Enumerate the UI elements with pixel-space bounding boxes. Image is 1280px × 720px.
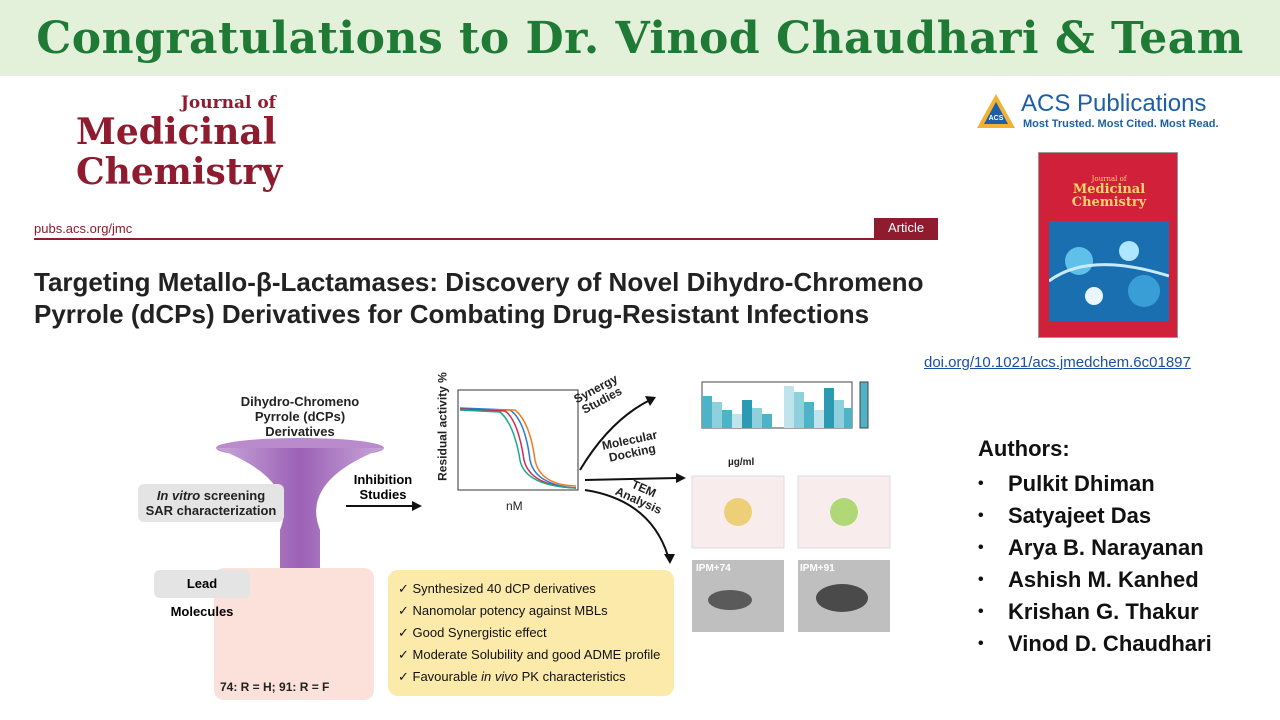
tem-label-91: IPM+91 [800,563,835,574]
authors-heading: Authors: [978,436,1070,461]
highlight-item: ✓ Favourable in vivo PK characteristics [398,669,626,684]
author-item: •Krishan G. Thakur [978,599,1199,624]
funnel-label: Dihydro-Chromeno Pyrrole (dCPs) Derivati… [240,394,360,439]
lead-caption: 74: R = H; 91: R = F [220,680,330,694]
article-tag: Article [874,218,938,238]
journal-url[interactable]: pubs.acs.org/jmc [34,221,133,236]
highlight-item: ✓ Nanomolar potency against MBLs [398,603,608,618]
journal-logo-line1: Medicinal [76,111,277,153]
dose-response-frame [457,389,579,491]
curve-2 [460,409,577,487]
author-item: •Vinod D. Chaudhari [978,631,1212,656]
banner-title: Congratulations to Dr. Vinod Chaudhari &… [36,12,1244,64]
journal-logo-line2: Chemistry [76,151,283,193]
curve-xlabel: nM [506,499,523,513]
acs-logo-icon: ACS [977,94,1015,128]
inhibition-label: Inhibition Studies [353,472,413,502]
publisher-name: ACS Publications [1021,90,1207,117]
svg-text:ACS: ACS [989,115,1004,122]
curve-4 [459,409,577,489]
author-item: •Arya B. Narayanan [978,535,1204,560]
tem-label-74: IPM+74 [696,563,731,574]
author-item: •Satyajeet Das [978,503,1152,528]
authors-section: Authors: •Pulkit Dhiman •Satyajeet Das •… [978,436,1212,660]
curve-1 [459,407,577,489]
publisher-tagline: Most Trusted. Most Cited. Most Read. [1023,118,1219,130]
journal-meta-row: pubs.acs.org/jmc Article [34,218,938,240]
journal-logo-small: Journal of [180,93,276,113]
synergy-arrow [579,399,651,471]
cover-artwork [1049,221,1169,321]
cover-small: Journal of [1091,175,1127,183]
acs-publications-logo: ACS ACS Publications Most Trusted. Most … [975,90,1225,134]
graphical-abstract: Dihydro-Chromeno Pyrrole (dCPs) Derivati… [130,360,910,700]
lead-molecules-label: Lead Molecules [154,570,250,619]
doi-link[interactable]: doi.org/10.1021/acs.jmedchem.6c01897 [924,354,1191,371]
highlight-item: ✓ Good Synergistic effect [398,625,547,640]
funnel-shape [216,448,384,570]
heat-xlabel: µg/ml [728,457,755,468]
highlight-item: ✓ Synthesized 40 dCP derivatives [398,581,596,596]
abstract-shapes [216,381,891,632]
heatmap [701,381,869,429]
congratulations-banner: Congratulations to Dr. Vinod Chaudhari &… [0,0,1280,76]
paper-title: Targeting Metallo-β-Lactamases: Discover… [34,267,924,329]
highlights-box: ✓ Synthesized 40 dCP derivatives ✓ Nanom… [388,570,674,696]
author-item: •Ashish M. Kanhed [978,567,1199,592]
docking-arrow [584,477,679,481]
author-item: •Pulkit Dhiman [978,471,1155,496]
curve-ylabel: Residual activity % [435,372,450,481]
highlight-item: ✓ Moderate Solubility and good ADME prof… [398,647,661,662]
tem-arrow [584,489,669,557]
journal-logo: Journal of Medicinal Chemistry [76,93,283,193]
